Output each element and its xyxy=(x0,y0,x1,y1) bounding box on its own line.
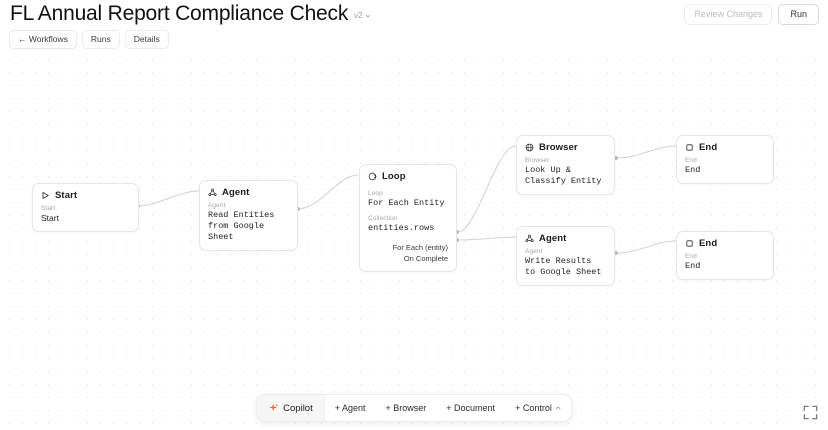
copilot-label: Copilot xyxy=(283,402,313,414)
page-title: FL Annual Report Compliance Check xyxy=(10,2,349,25)
toolbar-add-control-label: + Control xyxy=(515,403,552,413)
node-loop-collection-section: Collection entities.rows xyxy=(360,209,456,234)
node-end-top-header: End xyxy=(677,136,773,155)
review-changes-button[interactable]: Review Changes xyxy=(684,4,773,25)
node-agent-read[interactable]: Agent Agent Read Entities from Google Sh… xyxy=(199,180,298,252)
toolbar-add-control[interactable]: + Control xyxy=(505,395,571,421)
copilot-button[interactable]: Copilot xyxy=(257,395,325,421)
toolbar-add-agent-label: + Agent xyxy=(334,403,366,413)
node-loop-value: For Each Entity xyxy=(368,198,445,208)
node-agent-read-body: Agent Read Entities from Google Sheet xyxy=(200,200,297,250)
tab-details[interactable]: Details xyxy=(124,30,169,49)
node-loop-collection-value: entities.rows xyxy=(368,223,435,234)
tab-runs[interactable]: Runs xyxy=(81,30,120,49)
agent-icon xyxy=(525,234,534,243)
node-agent-read-header: Agent xyxy=(200,181,297,200)
toolbar-add-document[interactable]: + Document xyxy=(436,395,505,421)
chevron-down-icon xyxy=(365,13,371,19)
node-end-top-kind: End xyxy=(685,157,697,164)
node-loop[interactable]: Loop Loop For Each Entity Collection ent… xyxy=(359,164,457,272)
node-browser-header: Browser xyxy=(517,136,614,155)
browser-icon xyxy=(525,143,534,152)
node-agent-write-title: Agent xyxy=(539,233,567,244)
run-button[interactable]: Run xyxy=(778,4,819,25)
node-end-bottom[interactable]: End End End xyxy=(676,231,774,281)
node-browser-body: Browser Look Up & Classify Entity xyxy=(517,155,614,194)
agent-icon xyxy=(208,188,217,197)
workflow-canvas[interactable]: Start Start Start Agent xyxy=(0,50,828,430)
node-browser[interactable]: Browser Browser Look Up & Classify Entit… xyxy=(516,135,615,196)
node-start[interactable]: Start Start Start xyxy=(32,183,139,232)
title-row: FL Annual Report Compliance Check v2 xyxy=(10,2,371,26)
bottom-toolbar: Copilot + Agent + Browser + Document + C… xyxy=(256,394,572,422)
node-agent-write-text: Write Results to Google Sheet xyxy=(525,256,602,278)
node-loop-output-foreach[interactable]: For Each (entity) xyxy=(392,243,448,253)
node-start-text: Start xyxy=(41,213,59,223)
node-loop-kind: Loop xyxy=(368,190,383,197)
sparkle-icon xyxy=(268,403,279,413)
node-browser-title: Browser xyxy=(539,142,578,153)
node-loop-title: Loop xyxy=(382,171,406,182)
app-header: FL Annual Report Compliance Check v2 Rev… xyxy=(0,0,828,50)
node-end-top-title: End xyxy=(699,142,718,153)
toolbar-add-browser-label: + Browser xyxy=(385,403,427,413)
node-end-top-body: End End xyxy=(677,155,773,183)
chevron-up-icon xyxy=(555,405,561,411)
node-end-bottom-text: End xyxy=(685,261,701,271)
node-agent-write-body: Agent Write Results to Google Sheet xyxy=(517,246,614,285)
header-actions: Review Changes Run xyxy=(684,4,819,25)
node-end-bottom-body: End End xyxy=(677,251,773,279)
loop-icon xyxy=(368,172,377,181)
node-start-kind: Start xyxy=(41,205,56,212)
node-end-top-text: End xyxy=(685,165,701,175)
node-browser-kind: Browser xyxy=(525,157,550,164)
node-loop-loop-section: Loop For Each Entity xyxy=(360,184,456,209)
node-agent-read-title: Agent xyxy=(222,187,250,198)
node-agent-read-text: Read Entities from Google Sheet xyxy=(208,210,275,243)
node-loop-collection-kind: Collection xyxy=(368,215,398,223)
node-start-body: Start Start xyxy=(33,203,138,231)
node-browser-text: Look Up & Classify Entity xyxy=(525,165,602,187)
node-agent-write-header: Agent xyxy=(517,227,614,246)
node-agent-read-kind: Agent xyxy=(208,202,226,209)
version-selector[interactable]: v2 xyxy=(354,11,370,20)
nav-tabs: ← Workflows Runs Details xyxy=(9,30,169,49)
fullscreen-icon[interactable] xyxy=(803,405,818,420)
node-agent-write[interactable]: Agent Agent Write Results to Google Shee… xyxy=(516,226,615,287)
node-end-bottom-title: End xyxy=(699,238,718,249)
version-label: v2 xyxy=(354,11,363,20)
node-loop-outputs: For Each (entity) On Complete xyxy=(360,234,456,271)
node-start-title: Start xyxy=(55,190,78,201)
end-icon xyxy=(685,239,694,248)
node-end-bottom-kind: End xyxy=(685,253,697,260)
toolbar-add-agent[interactable]: + Agent xyxy=(325,395,376,421)
end-icon xyxy=(685,143,694,152)
node-loop-output-oncomplete[interactable]: On Complete xyxy=(403,254,448,264)
node-end-top[interactable]: End End End xyxy=(676,135,774,185)
node-start-header: Start xyxy=(33,184,138,203)
node-agent-write-kind: Agent xyxy=(525,248,543,255)
toolbar-add-document-label: + Document xyxy=(446,403,496,413)
play-icon xyxy=(41,191,50,200)
toolbar-add-browser[interactable]: + Browser xyxy=(376,395,437,421)
node-end-bottom-header: End xyxy=(677,232,773,251)
node-loop-header: Loop xyxy=(360,165,456,184)
tab-workflows[interactable]: ← Workflows xyxy=(9,30,77,49)
